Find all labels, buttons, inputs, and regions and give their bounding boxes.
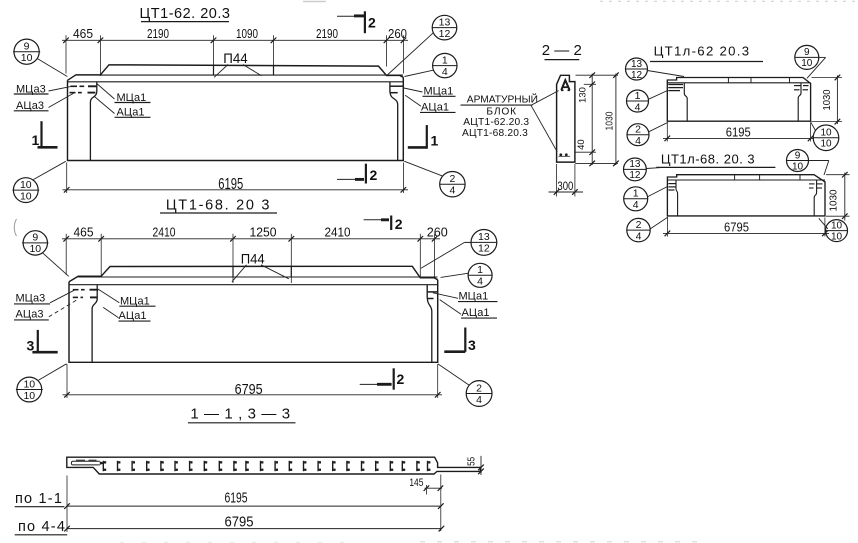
svg-text:МЦа1: МЦа1 <box>424 86 454 98</box>
svg-text:10: 10 <box>820 139 832 150</box>
svg-text:МЦа3: МЦа3 <box>16 293 46 305</box>
svg-text:260: 260 <box>427 226 448 240</box>
svg-text:ЦТ1-68. 20 3: ЦТ1-68. 20 3 <box>166 198 271 214</box>
svg-text:13: 13 <box>631 59 643 70</box>
svg-text:2 — 2: 2 — 2 <box>542 42 582 59</box>
svg-text:2: 2 <box>395 216 403 232</box>
svg-text:10: 10 <box>801 58 813 69</box>
svg-text:АЦа3: АЦа3 <box>16 309 44 321</box>
svg-text:АЦа1: АЦа1 <box>117 107 145 119</box>
svg-text:4: 4 <box>477 276 483 288</box>
svg-text:10: 10 <box>792 161 804 172</box>
svg-text:2190: 2190 <box>147 27 169 41</box>
svg-text:6795: 6795 <box>235 381 263 398</box>
svg-text:6795: 6795 <box>724 221 749 235</box>
svg-text:13: 13 <box>629 159 641 170</box>
svg-text:БЛОК: БЛОК <box>486 106 516 117</box>
svg-text:10: 10 <box>29 243 41 255</box>
svg-text:6195: 6195 <box>726 125 751 140</box>
svg-text:МЦа1: МЦа1 <box>459 291 489 303</box>
svg-text:2: 2 <box>397 371 405 387</box>
svg-text:1: 1 <box>477 264 483 276</box>
svg-text:465: 465 <box>73 27 93 41</box>
svg-text:по 1-1: по 1-1 <box>15 491 63 507</box>
svg-text:МЦа1: МЦа1 <box>120 296 150 308</box>
svg-text:12: 12 <box>478 243 490 255</box>
svg-text:6795: 6795 <box>225 513 254 530</box>
svg-text:2: 2 <box>476 382 482 394</box>
svg-text:1030: 1030 <box>821 89 833 110</box>
svg-text:ЦТ1-62. 20.3: ЦТ1-62. 20.3 <box>140 6 231 22</box>
svg-text:130: 130 <box>577 87 588 103</box>
svg-text:4: 4 <box>635 101 641 113</box>
svg-text:9: 9 <box>32 232 38 244</box>
svg-text:АЦа1: АЦа1 <box>421 102 449 114</box>
svg-text:1: 1 <box>431 133 439 149</box>
svg-text:55: 55 <box>466 457 478 466</box>
svg-text:1250: 1250 <box>250 226 277 240</box>
svg-text:1: 1 <box>32 132 40 148</box>
svg-text:1090: 1090 <box>236 27 258 41</box>
svg-text:145: 145 <box>409 477 423 489</box>
svg-text:1: 1 <box>635 90 641 102</box>
svg-text:10: 10 <box>831 231 843 242</box>
svg-text:АЦТ1-62.20.3: АЦТ1-62.20.3 <box>463 117 529 128</box>
svg-text:1030: 1030 <box>828 189 840 211</box>
svg-text:10: 10 <box>20 190 32 202</box>
svg-text:6195: 6195 <box>225 490 248 507</box>
svg-text:П44: П44 <box>241 252 265 267</box>
svg-text:260: 260 <box>388 27 407 41</box>
svg-text:4: 4 <box>449 185 455 197</box>
svg-text:2190: 2190 <box>316 27 338 41</box>
svg-text:АЦа1: АЦа1 <box>119 310 147 322</box>
svg-text:9: 9 <box>795 150 801 161</box>
svg-text:ЦТ1л-68. 20. 3: ЦТ1л-68. 20. 3 <box>661 151 755 166</box>
svg-text:12: 12 <box>631 70 643 81</box>
svg-text:13: 13 <box>439 16 451 28</box>
svg-text:МЦа1: МЦа1 <box>117 92 147 104</box>
svg-text:4: 4 <box>635 135 641 147</box>
svg-text:4: 4 <box>442 66 448 78</box>
svg-text:9: 9 <box>804 47 810 58</box>
svg-text:1030: 1030 <box>603 111 615 130</box>
svg-text:10: 10 <box>23 378 35 390</box>
svg-text:1: 1 <box>633 188 639 200</box>
svg-text:2: 2 <box>449 173 455 185</box>
svg-text:10: 10 <box>23 390 35 402</box>
svg-text:4: 4 <box>636 230 642 242</box>
svg-text:300: 300 <box>557 179 573 193</box>
svg-text:2: 2 <box>370 167 378 183</box>
svg-text:2: 2 <box>368 15 376 31</box>
svg-text:ЦТ1л-62 20.3: ЦТ1л-62 20.3 <box>654 44 751 59</box>
svg-text:2: 2 <box>635 124 641 136</box>
svg-text:12: 12 <box>629 170 641 181</box>
svg-text:АЦа3: АЦа3 <box>16 100 44 112</box>
svg-text:АРМАТУРНЫЙ: АРМАТУРНЫЙ <box>467 93 538 106</box>
svg-text:П44: П44 <box>223 51 248 66</box>
svg-text:2410: 2410 <box>153 226 176 240</box>
svg-text:1 — 1 , 3 — 3: 1 — 1 , 3 — 3 <box>190 405 290 422</box>
svg-text:АЦТ1-68.20.3: АЦТ1-68.20.3 <box>462 128 528 139</box>
svg-text:по 4-4: по 4-4 <box>18 519 66 535</box>
svg-text:10: 10 <box>20 179 32 191</box>
svg-text:12: 12 <box>439 28 451 40</box>
svg-text:465: 465 <box>74 226 94 240</box>
svg-text:2410: 2410 <box>325 226 351 240</box>
svg-text:МЦа3: МЦа3 <box>16 83 46 95</box>
svg-text:40: 40 <box>576 139 587 150</box>
svg-text:АЦа1: АЦа1 <box>462 307 490 319</box>
svg-text:13: 13 <box>478 231 490 243</box>
svg-text:10: 10 <box>21 52 33 64</box>
svg-text:3: 3 <box>27 338 35 354</box>
svg-text:2: 2 <box>636 219 642 231</box>
svg-text:3: 3 <box>468 337 476 353</box>
svg-text:9: 9 <box>24 41 30 53</box>
svg-text:6195: 6195 <box>218 176 243 193</box>
svg-text:4: 4 <box>633 199 639 211</box>
svg-text:10: 10 <box>831 220 843 231</box>
svg-text:10: 10 <box>820 128 832 139</box>
svg-text:1: 1 <box>442 54 448 66</box>
svg-text:4: 4 <box>476 394 482 406</box>
